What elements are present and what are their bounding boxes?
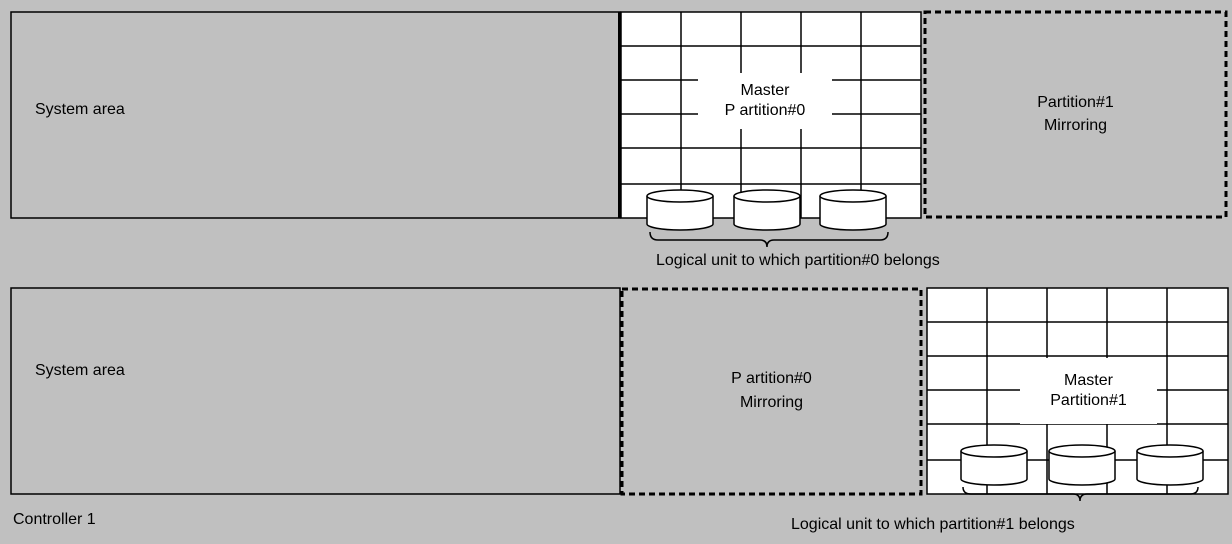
- disk-icon: [733, 189, 801, 231]
- mirror-partition-0-label-line1: P artition#0: [731, 370, 812, 387]
- system-area-label-top: System area: [35, 101, 125, 118]
- disk-icon: [960, 444, 1028, 486]
- master-label-line2: Partition#1: [1050, 392, 1127, 409]
- mirror-partition-0-label-line2: Mirroring: [739, 394, 804, 411]
- system-area-box-bottom: [10, 287, 621, 495]
- system-area-label-bottom: System area: [35, 362, 125, 379]
- disk-icon: [819, 189, 887, 231]
- mirror-partition-1-box-top: [923, 10, 1228, 219]
- mirror-partition-1-label-line2: Mirroring: [1043, 117, 1108, 134]
- logical-unit-disks-bottom: [960, 444, 1204, 486]
- mirror-partition-0-box-bottom: [620, 287, 923, 496]
- master-partition-0-label: Master P artition#0: [698, 73, 832, 129]
- master-partition-1-label: Master Partition#1: [1020, 358, 1157, 424]
- logical-unit-brace-top: [649, 231, 889, 248]
- master-label-line2: P artition#0: [724, 102, 806, 119]
- disk-icon: [1048, 444, 1116, 486]
- system-area-box-top: [10, 11, 621, 219]
- mirror-partition-1-label-line1: Partition#1: [1037, 94, 1114, 111]
- master-label-line1: Master: [740, 82, 790, 99]
- logical-unit-brace-bottom: [962, 486, 1199, 502]
- master-label-line1: Master: [1064, 372, 1113, 389]
- disk-icon: [1136, 444, 1204, 486]
- logical-unit-caption-bottom: Logical unit to which partition#1 belong…: [791, 516, 1075, 533]
- logical-unit-caption-top: Logical unit to which partition#0 belong…: [656, 252, 940, 269]
- controller-label: Controller 1: [13, 511, 96, 528]
- disk-icon: [646, 189, 714, 231]
- logical-unit-disks-top: [646, 189, 887, 231]
